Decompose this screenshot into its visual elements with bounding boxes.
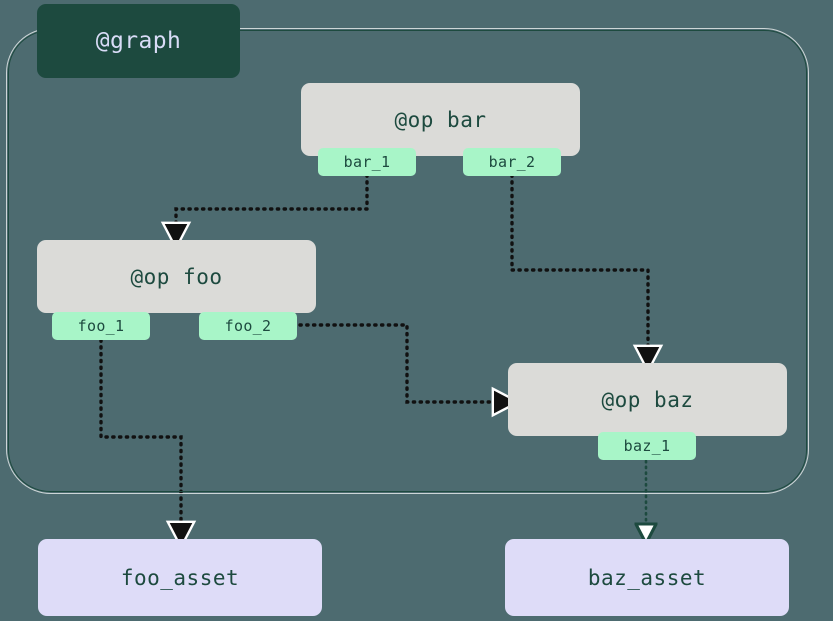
op-node-baz-label: @op baz (601, 387, 694, 412)
op-node-bar[interactable]: @op bar (301, 83, 580, 156)
graph-label[interactable]: @graph (37, 4, 240, 78)
port-bar-2[interactable]: bar_2 (463, 148, 561, 176)
op-node-foo-label: @op foo (130, 264, 223, 289)
port-baz-1-label: baz_1 (623, 437, 671, 455)
port-foo-2-label: foo_2 (224, 317, 272, 335)
port-foo-2[interactable]: foo_2 (199, 312, 297, 340)
port-bar-1-label: bar_1 (343, 153, 391, 171)
asset-node-foo-asset-label: foo_asset (120, 565, 240, 590)
op-node-bar-label: @op bar (394, 107, 487, 132)
port-foo-1-label: foo_1 (77, 317, 125, 335)
port-baz-1[interactable]: baz_1 (598, 432, 696, 460)
op-node-baz[interactable]: @op baz (508, 363, 787, 436)
port-foo-1[interactable]: foo_1 (52, 312, 150, 340)
op-node-foo[interactable]: @op foo (37, 240, 316, 313)
graph-label-text: @graph (95, 28, 182, 54)
asset-node-baz-asset[interactable]: baz_asset (505, 539, 789, 616)
asset-node-foo-asset[interactable]: foo_asset (38, 539, 322, 616)
port-bar-2-label: bar_2 (488, 153, 536, 171)
asset-node-baz-asset-label: baz_asset (587, 565, 707, 590)
port-bar-1[interactable]: bar_1 (318, 148, 416, 176)
